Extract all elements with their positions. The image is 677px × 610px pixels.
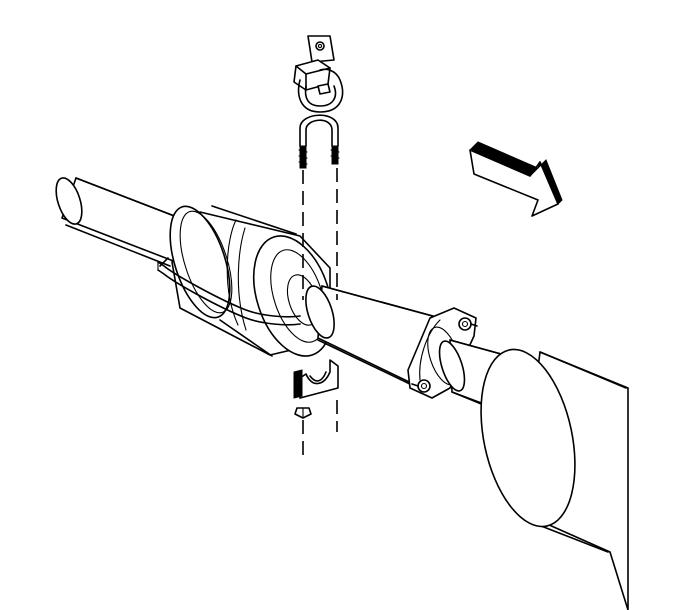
u-bolt-icon	[298, 114, 340, 169]
alignment-lines	[302, 168, 338, 455]
arrow-icon	[469, 141, 563, 217]
nut-icon	[411, 379, 431, 393]
muffler	[438, 339, 629, 610]
front-pipe	[55, 177, 196, 267]
rubber-insulator-icon	[293, 59, 344, 113]
converter-hanger-strap	[157, 257, 301, 326]
nut-icon	[294, 407, 312, 419]
nut-icon	[458, 317, 478, 331]
lower-bracket-icon	[293, 359, 339, 399]
catalytic-converter	[169, 205, 334, 357]
upper-bracket-icon	[307, 35, 335, 63]
